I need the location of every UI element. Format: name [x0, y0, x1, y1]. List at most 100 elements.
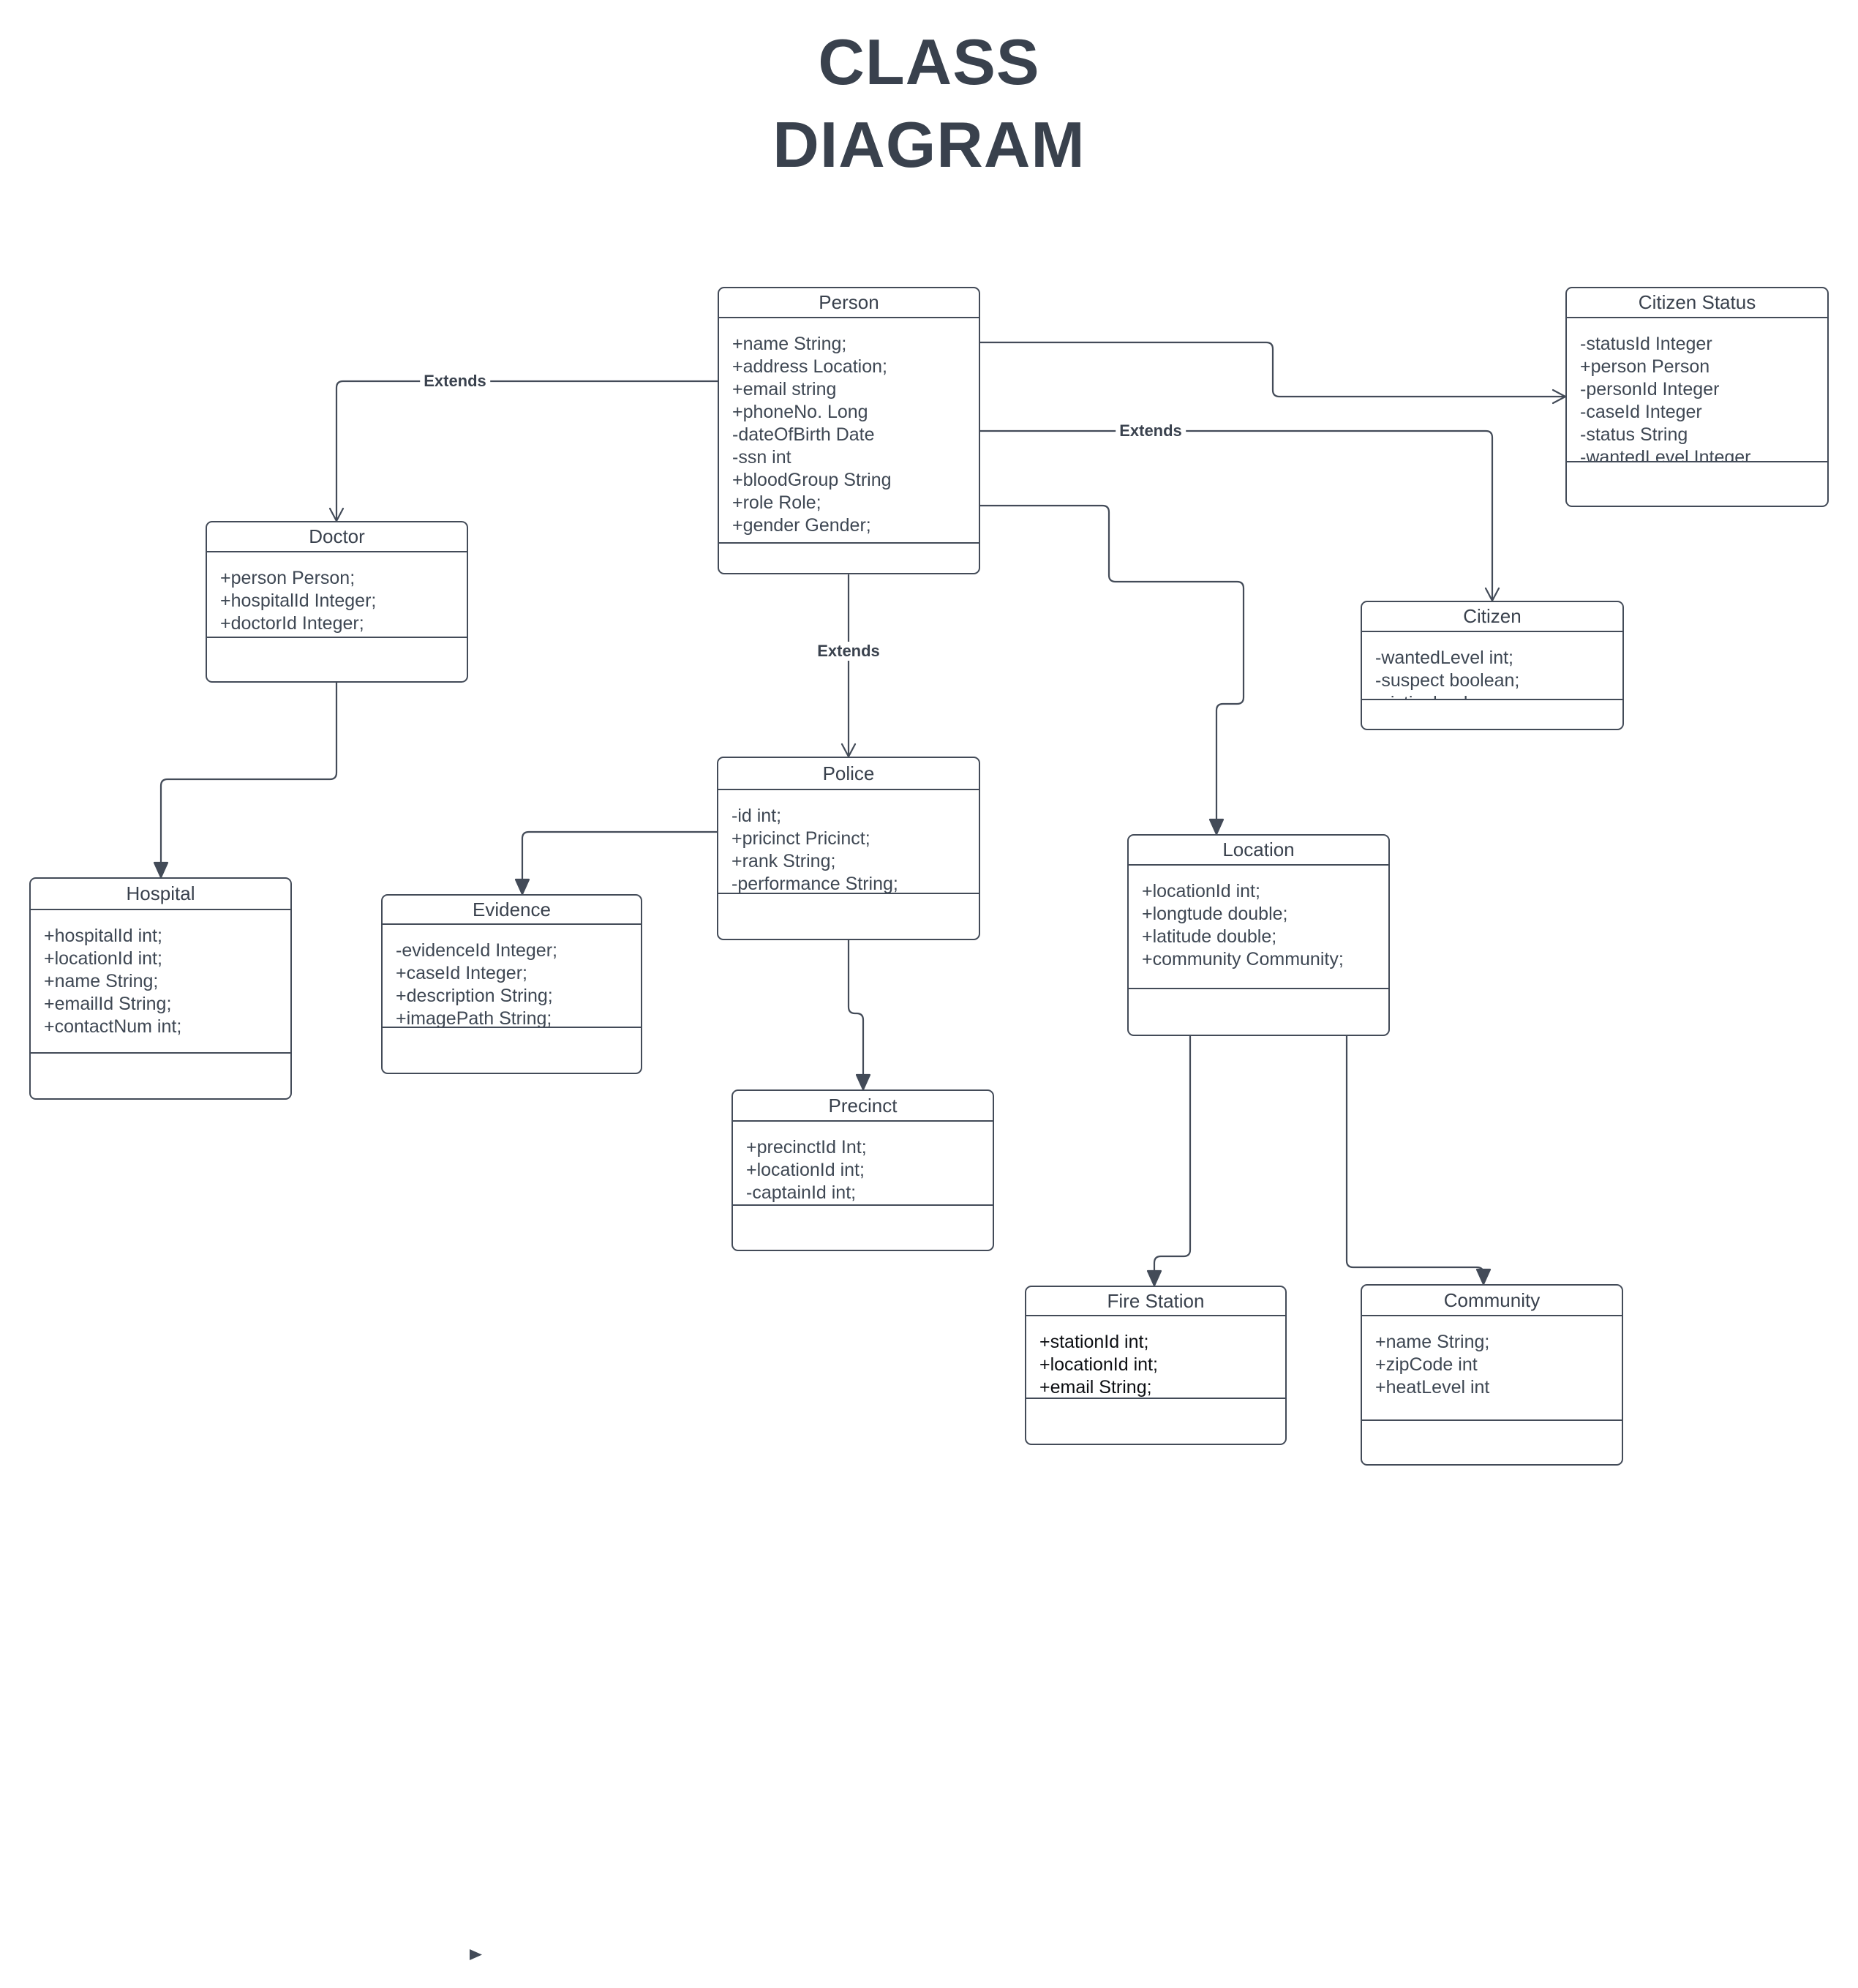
class-attribute: +address Location;: [732, 356, 887, 377]
class-box-evidence[interactable]: Evidence-evidenceId Integer;+caseId Inte…: [381, 894, 642, 1074]
class-box-police[interactable]: Police-id int;+pricinct Pricinct;+rank S…: [717, 757, 980, 940]
class-title-citizen: Citizen: [1362, 602, 1622, 632]
class-attribute: +emailId String;: [44, 994, 172, 1014]
class-methods-section-person: [719, 544, 979, 573]
class-attribute: +description String;: [396, 986, 553, 1006]
class-box-precinct[interactable]: Precinct+precinctId Int;+locationId int;…: [731, 1089, 994, 1251]
class-attribute: +latitude double;: [1142, 926, 1277, 947]
class-attribute: -caseId Integer: [1580, 402, 1702, 422]
solid-arrowhead-icon: [1208, 818, 1225, 836]
class-attribute: +email String;: [1039, 1377, 1152, 1398]
class-attribute: +gender Gender;: [732, 515, 871, 536]
class-attribute: +zipCode int: [1375, 1354, 1478, 1375]
class-attribute: -evidenceId Integer;: [396, 940, 557, 961]
class-attribute: +hospitalId Integer;: [220, 590, 377, 611]
solid-arrowhead-icon: [1475, 1268, 1492, 1286]
connector-location-fire-station[interactable]: [1153, 1035, 1192, 1285]
class-attributes-citizen: -wantedLevel int;-suspect boolean;-victi…: [1362, 632, 1622, 700]
class-attribute: +precinctId Int;: [746, 1137, 867, 1158]
class-box-community[interactable]: Community+name String;+zipCode int+heatL…: [1361, 1284, 1623, 1466]
class-attribute: -captainId int;: [746, 1182, 857, 1203]
page-title-line2: DIAGRAM: [772, 108, 1086, 181]
class-methods-section-police: [718, 894, 979, 939]
class-attributes-fire-station: +stationId int;+locationId int;+email St…: [1026, 1316, 1285, 1399]
class-box-hospital[interactable]: Hospital+hospitalId int;+locationId int;…: [29, 877, 292, 1100]
class-attribute: +locationId int;: [1039, 1354, 1158, 1375]
class-box-citizen-status[interactable]: Citizen Status-statusId Integer+person P…: [1565, 287, 1829, 507]
page-title: CLASS DIAGRAM: [658, 20, 1200, 186]
class-attribute: -wantedLevel int;: [1375, 648, 1514, 668]
solid-arrowhead-icon: [1146, 1269, 1162, 1287]
class-attribute: -dateOfBirth Date: [732, 424, 875, 445]
class-box-fire-station[interactable]: Fire Station+stationId int;+locationId i…: [1025, 1286, 1287, 1445]
stray-arrowhead-icon: [470, 1949, 482, 1960]
class-attribute: +longtude double;: [1142, 904, 1288, 924]
class-attribute: +stationId int;: [1039, 1332, 1149, 1352]
class-attribute: -id int;: [731, 806, 782, 826]
class-methods-section-citizen: [1362, 700, 1622, 729]
connector-police-evidence[interactable]: [521, 830, 718, 893]
class-attributes-community: +name String;+zipCode int+heatLevel int: [1362, 1316, 1622, 1421]
class-attributes-police: -id int;+pricinct Pricinct;+rank String;…: [718, 790, 979, 894]
class-box-citizen[interactable]: Citizen-wantedLevel int;-suspect boolean…: [1361, 601, 1624, 730]
class-attribute: +caseId Integer;: [396, 963, 527, 983]
class-title-evidence: Evidence: [383, 896, 641, 925]
class-title-precinct: Precinct: [733, 1091, 993, 1122]
solid-arrowhead-icon: [855, 1073, 871, 1091]
class-attribute: +locationId int;: [746, 1160, 865, 1180]
connector-person-citizen[interactable]: [979, 430, 1494, 600]
class-attribute: +name String;: [44, 971, 159, 991]
class-methods-section-evidence: [383, 1028, 641, 1073]
class-methods-section-precinct: [733, 1206, 993, 1250]
class-attribute: +pricinct Pricinct;: [731, 828, 870, 849]
class-attributes-evidence: -evidenceId Integer;+caseId Integer; +des…: [383, 925, 641, 1028]
connector-person-citizen-status[interactable]: [979, 341, 1565, 398]
class-attribute: -performance String;: [731, 874, 898, 894]
connector-location-community[interactable]: [1345, 1035, 1485, 1283]
class-attribute: -personId Integer: [1580, 379, 1720, 400]
class-attribute: +name String;: [732, 334, 847, 354]
connector-person-doctor[interactable]: [335, 380, 719, 520]
page-title-line1: CLASS: [818, 26, 1040, 98]
class-attribute: -status String: [1580, 424, 1688, 445]
class-attribute: +locationId int;: [1142, 881, 1260, 901]
class-methods-section-location: [1129, 989, 1388, 1035]
class-attribute: +heatLevel int: [1375, 1377, 1490, 1398]
class-attribute: -victim boolean;: [1375, 692, 1622, 699]
class-attributes-hospital: +hospitalId int;+locationId int;+name St…: [31, 910, 290, 1054]
class-attribute: +phoneNo. Long: [732, 402, 868, 422]
class-attribute: -statusId Integer: [1580, 334, 1712, 354]
class-title-doctor: Doctor: [207, 522, 467, 552]
class-box-location[interactable]: Location +locationId int; +longtude double…: [1127, 834, 1390, 1036]
solid-arrowhead-icon: [153, 861, 169, 879]
connector-doctor-hospital[interactable]: [159, 681, 338, 877]
class-attribute: +rank String;: [731, 851, 836, 871]
connector-police-precinct[interactable]: [847, 939, 865, 1089]
class-attribute: -wantedLevel Integer: [1580, 447, 1751, 462]
class-attribute: +hospitalId int;: [44, 926, 162, 946]
class-attribute: +locationId int;: [44, 948, 162, 969]
class-box-person[interactable]: Person+name String;+address Location;+em…: [718, 287, 980, 574]
class-attribute: +person Person;: [220, 568, 356, 588]
class-attributes-precinct: +precinctId Int;+locationId int;-captain…: [733, 1122, 993, 1206]
class-title-hospital: Hospital: [31, 879, 290, 910]
class-attribute: +doctorId Integer;: [220, 613, 364, 634]
class-title-community: Community: [1362, 1286, 1622, 1316]
connector-person-location[interactable]: [979, 504, 1245, 833]
class-title-location: Location: [1129, 836, 1388, 866]
class-attribute: +community Community;: [1142, 949, 1344, 969]
class-box-doctor[interactable]: Doctor+person Person;+hospitalId Integer…: [206, 521, 468, 683]
class-methods-section-community: [1362, 1421, 1622, 1464]
class-attribute: +role Role;: [732, 492, 821, 513]
class-attribute: +bloodGroup String: [732, 470, 892, 490]
class-methods-section-doctor: [207, 638, 467, 681]
class-attribute: +contactNum int;: [44, 1016, 182, 1037]
class-attribute: +email string: [732, 379, 837, 400]
class-title-police: Police: [718, 758, 979, 790]
class-attribute: +person Person: [1580, 356, 1710, 377]
class-attributes-person: +name String;+address Location;+email st…: [719, 318, 979, 544]
class-attribute: -ssn int: [732, 447, 791, 468]
class-attributes-doctor: +person Person;+hospitalId Integer;+doct…: [207, 552, 467, 638]
